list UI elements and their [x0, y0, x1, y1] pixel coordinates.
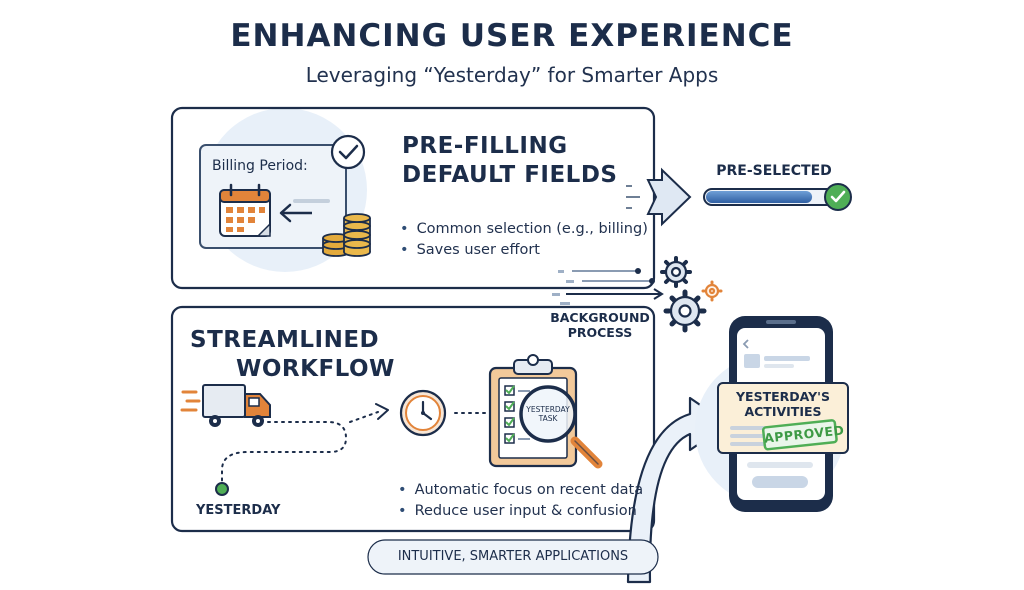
page-title: ENHANCING USER EXPERIENCE: [230, 18, 794, 54]
task-tag-line1: YESTERDAY: [526, 405, 570, 414]
prefill-bullets: Common selection (e.g., billing) Saves u…: [400, 219, 648, 261]
gears-icon: [660, 256, 723, 333]
page-subtitle: Leveraging “Yesterday” for Smarter Apps: [305, 63, 719, 87]
task-tag-line2: TASK: [538, 414, 558, 423]
background-process-lines: [552, 268, 664, 305]
prefill-bullet-2: Saves user effort: [400, 240, 648, 261]
prefill-heading-line1: PRE-FILLING: [402, 133, 568, 159]
background-process-label: BACKGROUND PROCESS: [548, 310, 652, 340]
workflow-heading-line1: STREAMLINED: [190, 327, 380, 353]
coins-icon: [322, 213, 371, 257]
left-arrow-icon: [279, 199, 330, 223]
activities-line1: YESTERDAY'S: [735, 389, 831, 404]
magnifier-icon: [519, 385, 603, 469]
activities-line2: ACTIVITIES: [744, 404, 822, 419]
check-circle-icon: [330, 134, 366, 170]
truck-icon: [180, 384, 271, 427]
pre-selected-bar: [703, 183, 852, 211]
footer-pill-text: INTUITIVE, SMARTER APPLICATIONS: [397, 549, 629, 564]
pre-selected-bar-fill: [706, 191, 813, 203]
pre-selected-label: PRE-SELECTED: [716, 163, 832, 179]
billing-card: [199, 144, 347, 249]
calendar-icon: [219, 183, 271, 237]
background-label-line2: PROCESS: [567, 325, 633, 340]
checklist-items: [504, 385, 530, 444]
background-label-line1: BACKGROUND: [550, 310, 650, 325]
workflow-bullets: Automatic focus on recent data Reduce us…: [398, 480, 644, 522]
billing-label: Billing Period:: [212, 158, 308, 174]
workflow-panel: [170, 305, 656, 533]
workflow-bullet-1: Automatic focus on recent data: [398, 480, 644, 501]
workflow-bullet-2: Reduce user input & confusion: [398, 501, 643, 522]
timeline-path: [221, 421, 348, 489]
workflow-heading: STREAMLINED WORKFLOW: [190, 326, 395, 384]
task-tag: YESTERDAY TASK: [521, 405, 575, 423]
prefill-bullet-1: Common selection (e.g., billing): [400, 219, 648, 240]
yesterday-start-label: YESTERDAY: [196, 503, 281, 518]
activities-card: [717, 382, 849, 454]
activities-title: YESTERDAY'S ACTIVITIES: [718, 389, 848, 419]
forward-arrow-icon: [626, 167, 692, 227]
workflow-heading-line2: WORKFLOW: [236, 356, 395, 382]
clock-icon: [399, 389, 447, 437]
prefill-heading-line2: DEFAULT FIELDS: [402, 162, 618, 188]
start-point: [215, 482, 229, 496]
success-check-icon: [824, 183, 852, 211]
prefill-heading: PRE-FILLING DEFAULT FIELDS: [402, 132, 617, 190]
footer-pill-shape: [367, 539, 659, 575]
